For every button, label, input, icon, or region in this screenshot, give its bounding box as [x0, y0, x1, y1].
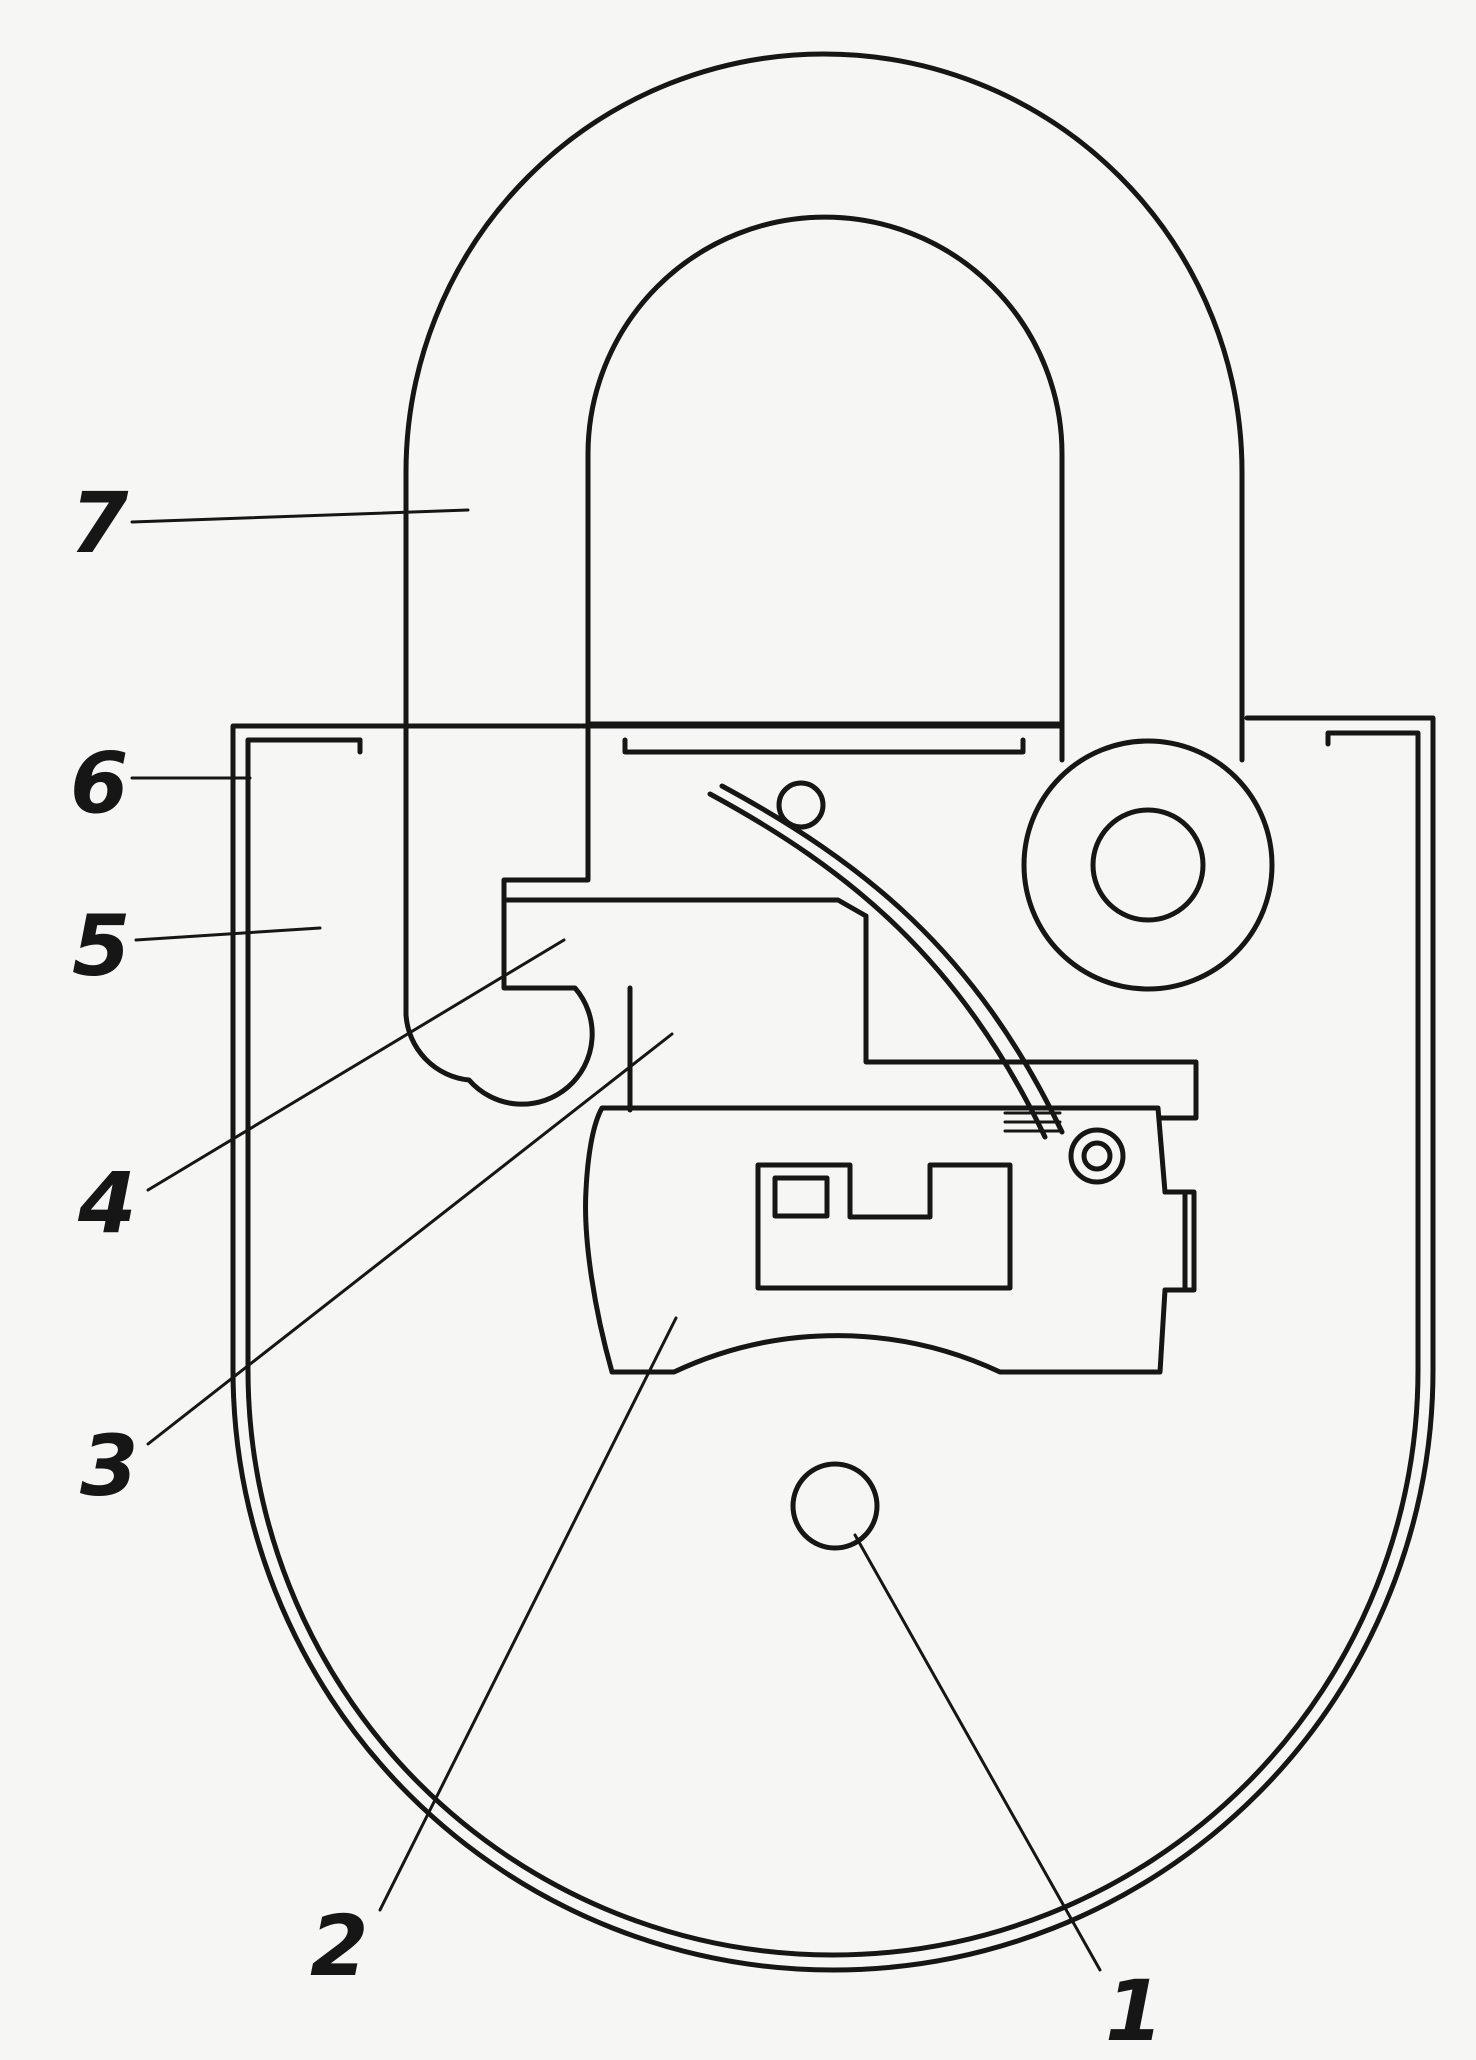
leader-line-4	[146, 938, 566, 1192]
spring	[707, 783, 1065, 1140]
lock-body-inner-wall	[245, 730, 1421, 1958]
callout-1: 1	[1105, 1962, 1163, 2060]
pivot-ring-inner	[1090, 807, 1206, 923]
keyhole-rivet	[790, 1461, 880, 1551]
leader-line-1	[853, 1533, 1102, 1972]
plate-screw-outer	[1068, 1127, 1126, 1185]
plate-side-tab	[1162, 1189, 1197, 1293]
lock-body-outer-wall	[230, 715, 1436, 1973]
bolt-latch	[501, 897, 869, 919]
upper-pin	[776, 780, 826, 830]
pivot-ring-outer	[1021, 738, 1275, 992]
key-slot	[755, 1162, 1013, 1291]
leader-line-7	[130, 508, 470, 524]
callout-6: 6	[70, 734, 128, 832]
key-slot-window	[772, 1175, 830, 1219]
callout-7: 7	[70, 474, 129, 572]
callout-4: 4	[77, 1154, 136, 1252]
leader-line-3	[146, 1032, 674, 1446]
locking-lever	[627, 913, 1199, 1121]
callout-5: 5	[72, 897, 130, 995]
callout-3: 3	[80, 1417, 138, 1515]
spring-anchor-marks	[1003, 1111, 1062, 1133]
leader-line-2	[378, 1316, 678, 1912]
tumbler-plate	[583, 1105, 1188, 1375]
inner-wall-middle-lip	[622, 737, 1026, 755]
plate-screw-inner	[1081, 1140, 1113, 1172]
callout-2: 2	[310, 1897, 368, 1995]
leader-line-5	[134, 926, 322, 942]
shackle	[403, 51, 1245, 1107]
